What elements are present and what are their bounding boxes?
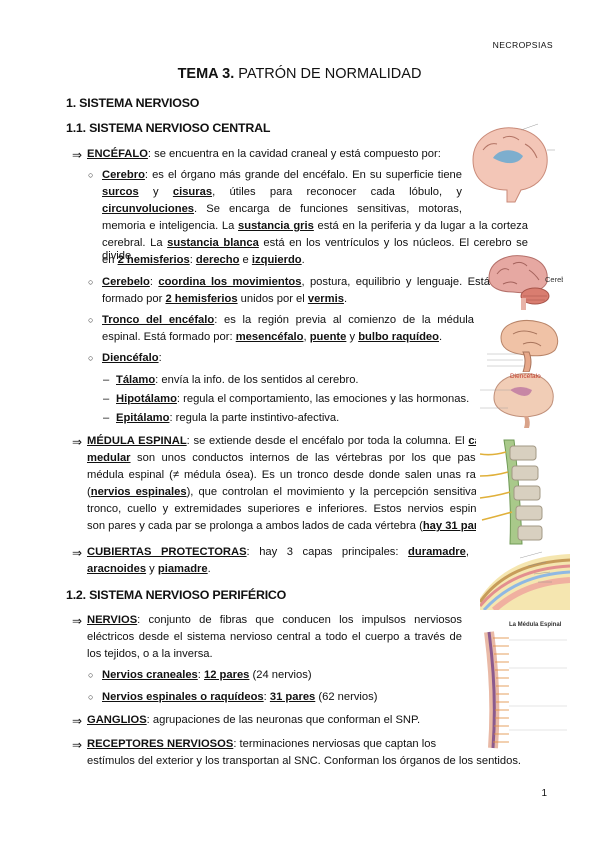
bullet-icon: ○	[88, 315, 94, 325]
spinal-nerves-figure: La Médula Espinal	[479, 618, 571, 752]
arrow-icon: ⇒	[72, 435, 83, 449]
medula-line-3: médula espinal (≠ médula ósea). Es un tr…	[87, 469, 497, 481]
section-heading-1-2: 1.2. SISTEMA NERVIOSO PERIFÉRICO	[66, 588, 287, 602]
cerebro-line-5: cerebral. La sustancia blanca está en lo…	[102, 237, 528, 262]
talamo-line: Tálamo: envía la info. de los sentidos a…	[116, 374, 359, 386]
page-title: TEMA 3. PATRÓN DE NORMALIDAD	[177, 66, 422, 82]
dash-marker: –	[103, 393, 110, 405]
nervios-line-3: los tejidos, o a la inversa.	[87, 648, 213, 660]
cerebro-line-2: surcos y cisuras, útiles para reconocer …	[102, 186, 462, 198]
medula-line-4: (nervios espinales), que controlan el mo…	[87, 486, 497, 498]
bullet-icon: ○	[88, 353, 94, 363]
bullet-icon: ○	[88, 277, 94, 287]
medula-line-1: MÉDULA ESPINAL: se extiende desde el enc…	[87, 435, 497, 447]
arrow-icon: ⇒	[72, 148, 83, 162]
raquideos-line: Nervios espinales o raquídeos: 31 pares …	[102, 691, 378, 703]
medula-figure-title: La Médula Espinal	[509, 622, 562, 628]
dash-marker: –	[103, 412, 110, 424]
cerebelo-line-2: formado por 2 hemisferios unidos por el …	[102, 293, 348, 305]
tronco-line-2: espinal. Está formado por: mesencéfalo, …	[102, 331, 443, 343]
hipotalamo-line: Hipotálamo: regula el comportamiento, la…	[116, 393, 470, 405]
cerebelo-line-1: Cerebelo: coordina los movimientos, post…	[102, 276, 490, 288]
diencefalo-line: Diencéfalo:	[102, 352, 162, 364]
medula-line-2: medular son unos conductos internos de l…	[87, 452, 497, 464]
brainstem-figure	[487, 320, 559, 372]
receptores-line-1: RECEPTORES NERVIOSOS: terminaciones nerv…	[87, 738, 437, 750]
dash-marker: –	[103, 374, 110, 386]
meninges-figure	[480, 551, 570, 610]
cubiertas-line-2: aracnoides y piamadre.	[87, 563, 211, 575]
bullet-icon: ○	[88, 670, 94, 680]
nervios-line-1: NERVIOS: conjunto de fibras que conducen…	[87, 614, 462, 626]
page-number: 1	[541, 788, 547, 799]
tronco-line-1: Tronco del encéfalo: es la región previa…	[102, 314, 475, 326]
cerebelo-figure-label: Cerebelo	[545, 275, 563, 284]
medula-line-5: tronco, cuello y extremidades superiores…	[87, 503, 497, 515]
spinal-cord-figure	[476, 432, 564, 550]
arrow-icon: ⇒	[72, 614, 83, 628]
diencephalon-figure: Diencéfalo	[480, 373, 554, 428]
diencefalo-figure-label: Diencéfalo	[510, 373, 541, 380]
nervios-line-2: eléctricos desde el sistema nervioso cen…	[87, 631, 462, 643]
arrow-icon: ⇒	[72, 738, 83, 752]
cerebro-line-4: memoria e inteligencia. La sustancia gri…	[102, 220, 528, 232]
section-heading-1: 1. SISTEMA NERVIOSO	[66, 96, 200, 110]
receptores-line-2: estímulos del exterior y los transportan…	[87, 755, 522, 767]
arrow-icon: ⇒	[72, 714, 83, 728]
running-header: NECROPSIAS	[492, 40, 553, 50]
cerebro-line-1: Cerebro: es el órgano más grande del enc…	[102, 169, 462, 181]
section-heading-1-1: 1.1. SISTEMA NERVIOSO CENTRAL	[66, 121, 271, 135]
bullet-icon: ○	[88, 170, 94, 180]
encefalo-line: ENCÉFALO: se encuentra en la cavidad cra…	[87, 148, 441, 160]
cerebro-line-6: en 2 hemisferios: derecho e izquierdo.	[102, 254, 305, 266]
cerebro-line-3: circunvoluciones. Se encarga de funcione…	[102, 203, 462, 215]
ganglios-line: GANGLIOS: agrupaciones de las neuronas q…	[87, 714, 421, 726]
epitalamo-line: Epitálamo: regula la parte instintivo-af…	[116, 412, 340, 424]
brain-ventricles-figure	[463, 120, 555, 208]
cubiertas-line-1: CUBIERTAS PROTECTORAS: hay 3 capas princ…	[87, 546, 469, 558]
cerebellum-figure: Cerebelo	[488, 255, 563, 310]
craneales-line: Nervios craneales: 12 pares (24 nervios)	[102, 669, 312, 681]
arrow-icon: ⇒	[72, 546, 83, 560]
medula-line-6: son pares y cada par se prolonga a ambos…	[87, 520, 497, 532]
bullet-icon: ○	[88, 692, 94, 702]
